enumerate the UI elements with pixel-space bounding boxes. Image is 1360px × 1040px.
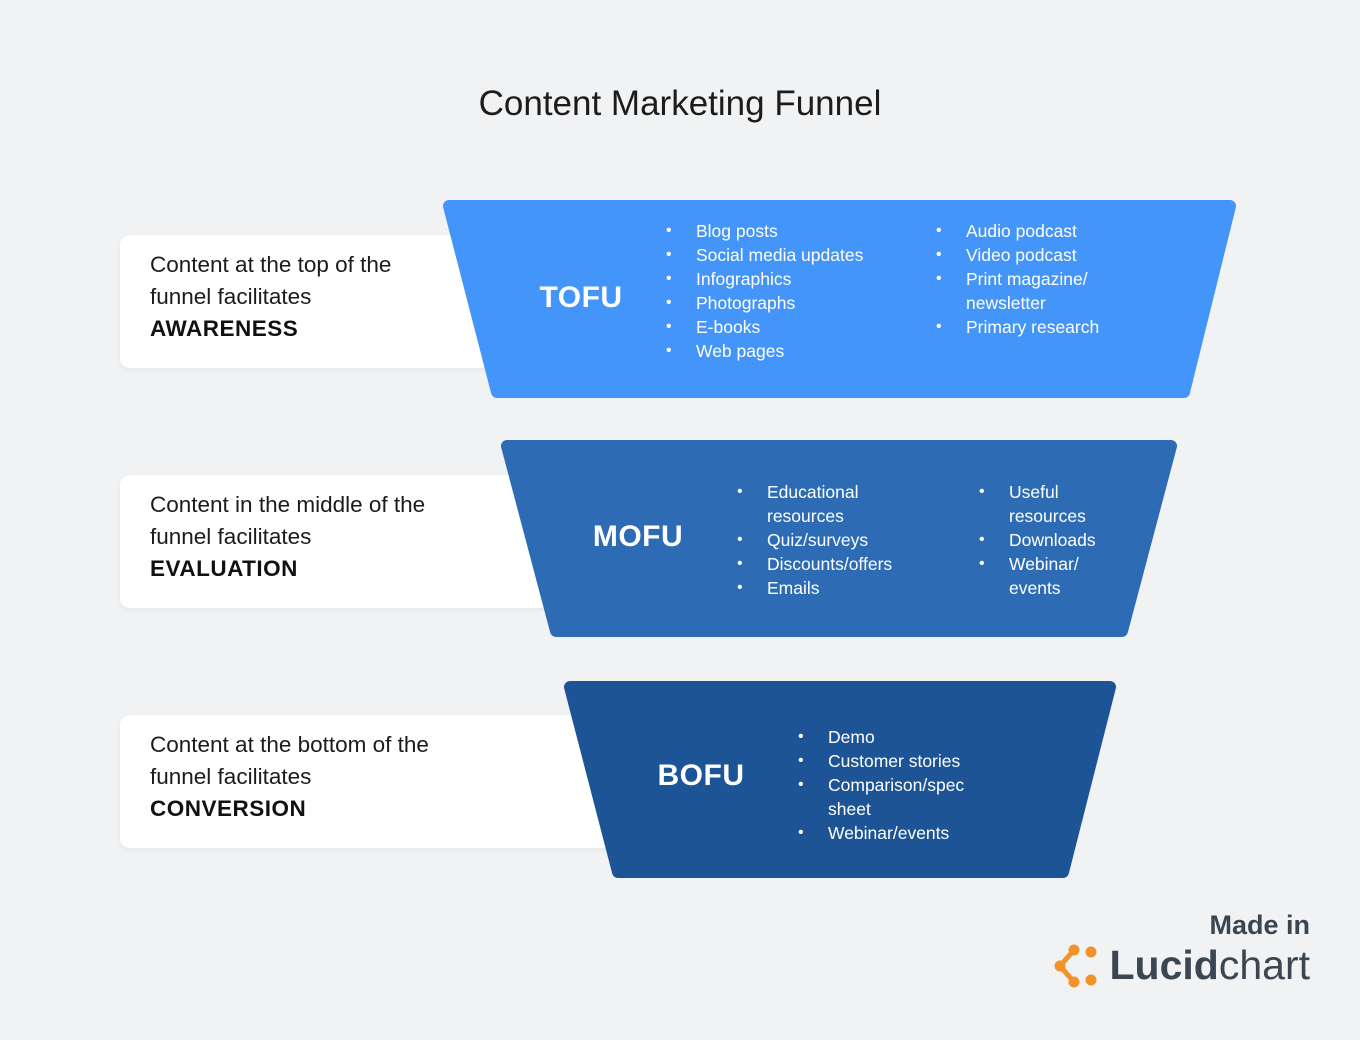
bullet-item: Photographs [664,291,894,315]
bullet-item: Print magazine/ newsletter [934,267,1124,315]
bullet-item: Customer stories [796,749,996,773]
bullet-item: Downloads [977,528,1127,552]
bullet-item: Webinar/events [796,821,996,845]
tofu-items-right: Audio podcastVideo podcastPrint magazine… [934,219,1124,339]
stage-label-tofu: TOFU [539,281,623,314]
stage-keyword-evaluation: EVALUATION [150,556,298,581]
bullet-item: Comparison/spec sheet [796,773,996,821]
description-card-bofu: Content at the bottom of the funnel faci… [120,715,632,848]
page-title: Content Marketing Funnel [478,84,882,123]
stage-keyword-awareness: AWARENESS [150,316,299,341]
bullet-item: Web pages [664,339,894,363]
brand-text-bold: Lucid [1109,942,1219,988]
bofu-items-left: DemoCustomer storiesComparison/spec shee… [796,725,996,845]
bullet-item: Primary research [934,315,1124,339]
description-text: Content at the top of the [150,252,392,277]
bullet-item: E-books [664,315,894,339]
stage-label-bofu: BOFU [657,759,745,792]
stage-label-mofu: MOFU [592,520,684,553]
lucidchart-icon [1054,944,1097,987]
bullet-item: Video podcast [934,243,1124,267]
description-text: funnel facilitates [150,284,312,309]
mofu-items-right: Useful resourcesDownloadsWebinar/ events [977,480,1127,600]
description-text: Content at the bottom of the [150,732,429,757]
bullet-item: Demo [796,725,996,749]
bullet-item: Blog posts [664,219,894,243]
description-text: funnel facilitates [150,764,312,789]
made-in-text: Made in [1209,910,1310,940]
bullet-item: Useful resources [977,480,1127,528]
bullet-item: Webinar/ events [977,552,1127,600]
bullet-item: Quiz/surveys [735,528,935,552]
bullet-item: Emails [735,576,935,600]
description-card-tofu: Content at the top of the funnel facilit… [120,235,510,368]
lucidchart-logo: Lucidchart [1054,942,1310,989]
mofu-items-left: Educational resourcesQuiz/surveysDiscoun… [735,480,935,600]
bullet-item: Discounts/offers [735,552,935,576]
description-text: Content in the middle of the [150,492,426,517]
bullet-item: Infographics [664,267,894,291]
tofu-items-left: Blog postsSocial media updatesInfographi… [664,219,894,363]
bullet-item: Social media updates [664,243,894,267]
description-card-mofu: Content in the middle of the funnel faci… [120,475,570,608]
bullet-item: Audio podcast [934,219,1124,243]
stage-keyword-conversion: CONVERSION [150,796,307,821]
brand-text-regular: chart [1218,942,1310,988]
description-text: funnel facilitates [150,524,312,549]
brand-text: Lucidchart [1110,942,1310,989]
bullet-item: Educational resources [735,480,935,528]
